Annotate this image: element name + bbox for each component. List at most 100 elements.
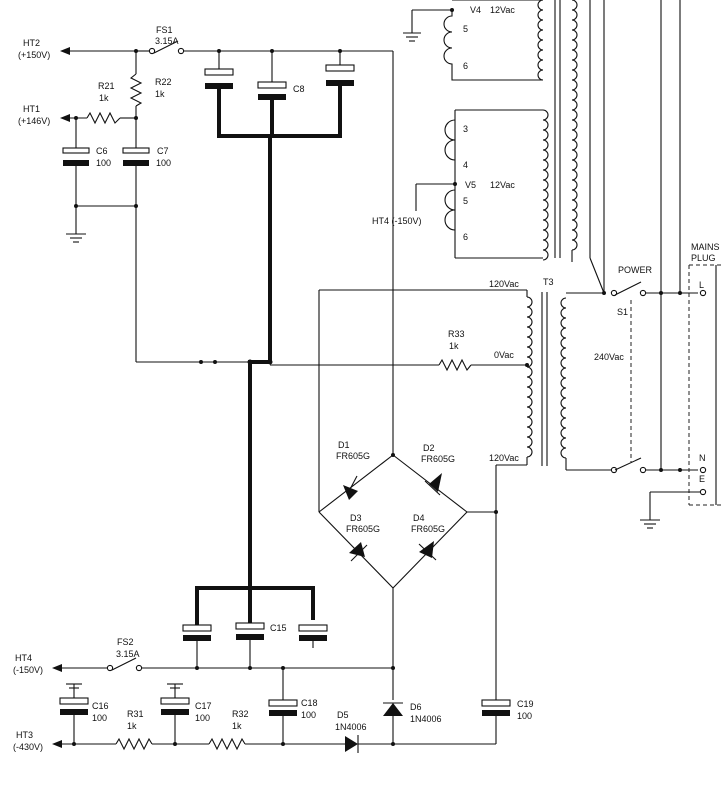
c8-ref: C8: [293, 84, 305, 94]
pin-6-lower: 6: [463, 232, 468, 242]
fuse-fs1: FS1 3.15A: [148, 25, 185, 55]
tap-120vac-bottom-label: 120Vac: [489, 453, 519, 463]
resistor-r22: R22 1k: [129, 51, 172, 118]
c7-value: 100: [156, 158, 171, 168]
d4-part: FR605G: [411, 524, 445, 534]
ht1-output: HT1 (+146V): [18, 104, 87, 126]
d6-part: 1N4006: [410, 714, 442, 724]
d6-ref: D6: [410, 702, 422, 712]
ht2-voltage-label: (+150V): [18, 50, 50, 60]
ht2-label: HT2: [23, 38, 40, 48]
resistor-r31: R31 1k: [115, 709, 209, 751]
c17-value: 100: [195, 713, 210, 723]
capacitor-c17: C17 100: [160, 683, 212, 744]
c6-left-ref: C6: [96, 146, 108, 156]
t3-label: T3: [543, 277, 554, 287]
mains-plug: MAINS PLUG L N E: [640, 242, 722, 529]
resistor-r21: R21 1k: [86, 81, 136, 125]
d4-ref: D4: [413, 513, 425, 523]
capacitor-c16: C16 100: [59, 683, 109, 744]
resistor-r33: R33 1k: [438, 329, 529, 372]
r31-ref: R31: [127, 709, 144, 719]
c6-left-value: 100: [96, 158, 111, 168]
c16-value: 100: [92, 713, 107, 723]
ht4-voltage-label: (-150V): [13, 665, 43, 675]
c18-ref: C18: [301, 698, 318, 708]
diode-d5: D5 1N4006: [335, 710, 393, 753]
mains-plug-title-line1: MAINS: [691, 242, 720, 252]
r31-value: 1k: [127, 721, 137, 731]
power-switch-label: POWER: [618, 265, 653, 275]
capacitor-c7: C7 100: [122, 118, 171, 362]
pin-3: 3: [463, 124, 468, 134]
s1-ref: S1: [617, 307, 628, 317]
r22-ref: R22: [155, 77, 172, 87]
pin-5-upper: 5: [463, 24, 468, 34]
d5-part: 1N4006: [335, 722, 367, 732]
d1-part: FR605G: [336, 451, 370, 461]
ht3-label: HT3: [16, 730, 33, 740]
r32-value: 1k: [232, 721, 242, 731]
fs2-ref: FS2: [117, 637, 134, 647]
d1-ref: D1: [338, 440, 350, 450]
r21-value: 1k: [99, 93, 109, 103]
pin-5-lower: 5: [463, 196, 468, 206]
fs1-rating: 3.15A: [155, 36, 179, 46]
sec-12vac-b-label: 12Vac: [490, 180, 515, 190]
r21-ref: R21: [98, 81, 115, 91]
pin-4: 4: [463, 160, 468, 170]
c19-value: 100: [517, 711, 532, 721]
c16-ref: C16: [92, 701, 109, 711]
pin-6-upper: 6: [463, 61, 468, 71]
fuse-fs2: FS2 3.15A: [106, 637, 143, 672]
mains-pin-n: N: [699, 453, 706, 463]
transformer-primary-upper: [554, 0, 605, 294]
mains-pin-l: L: [699, 280, 704, 290]
capacitor-c6-left: C6 100: [62, 146, 111, 234]
tap-120vac-top-label: 120Vac: [489, 279, 519, 289]
d2-ref: D2: [423, 443, 435, 453]
capacitor-bank-c8: C8: [204, 49, 355, 362]
sec-12vac-a-label: 12Vac: [490, 5, 515, 15]
ht1-label: HT1: [23, 104, 40, 114]
bridge-rectifier: D1 FR605G D2 FR605G D3 FR605G D4 FR605G: [318, 290, 498, 700]
mains-pin-e: E: [699, 474, 705, 484]
c15-ref: C15: [270, 623, 287, 633]
ht4-top-label: HT4 (-150V): [372, 216, 422, 226]
v4-label: V4: [470, 5, 481, 15]
d3-ref: D3: [350, 513, 362, 523]
primary-240vac-label: 240Vac: [594, 352, 624, 362]
fs2-rating: 3.15A: [116, 649, 140, 659]
capacitor-bank-c15: C15: [182, 586, 328, 668]
c7-ref: C7: [157, 146, 169, 156]
v5-label: V5: [465, 180, 476, 190]
d5-ref: D5: [337, 710, 349, 720]
transformer-v5-winding: 3 4 V5 12Vac 5 6 HT4 (-150V): [372, 109, 549, 261]
c19-ref: C19: [517, 699, 534, 709]
c17-ref: C17: [195, 701, 212, 711]
ground-symbol: [66, 233, 86, 243]
transformer-t3: T3 120Vac 0Vac 120Vac 240Vac: [319, 277, 624, 471]
tap-0vac-label: 0Vac: [494, 350, 514, 360]
resistor-r32: R32 1k: [208, 709, 345, 751]
ht2-output: HT2 (+150V): [18, 38, 149, 60]
diode-d6: D6 1N4006: [383, 702, 442, 744]
ht3-output: HT3 (-430V): [13, 730, 116, 752]
fs1-ref: FS1: [156, 25, 173, 35]
c18-value: 100: [301, 710, 316, 720]
transformer-v4-winding: V4 12Vac 5 6: [403, 0, 544, 81]
r22-value: 1k: [155, 89, 165, 99]
capacitor-c19: C19 100: [393, 699, 534, 745]
ht4-label: HT4: [15, 653, 32, 663]
d3-part: FR605G: [346, 524, 380, 534]
r33-value: 1k: [449, 341, 459, 351]
d2-part: FR605G: [421, 454, 455, 464]
r33-ref: R33: [448, 329, 465, 339]
mains-plug-title-line2: PLUG: [691, 253, 716, 263]
capacitor-c18: C18 100: [268, 668, 318, 744]
power-switch-s1: POWER S1: [602, 0, 698, 474]
r32-ref: R32: [232, 709, 249, 719]
ht4-output: HT4 (-150V): [13, 653, 107, 675]
ht3-voltage-label: (-430V): [13, 742, 43, 752]
